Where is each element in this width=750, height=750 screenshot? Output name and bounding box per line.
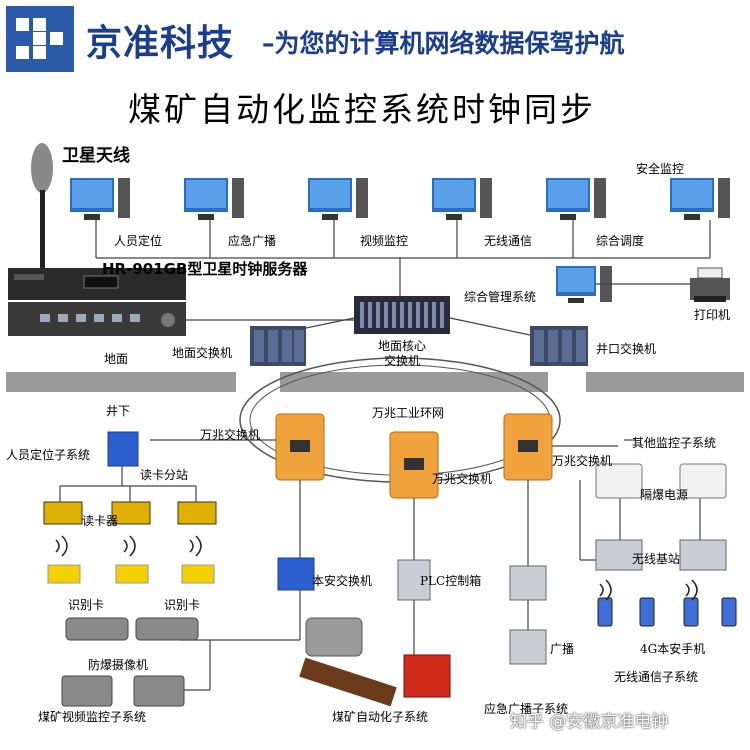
ground-strip-mid [280, 372, 548, 392]
card-station-icon [107, 431, 139, 467]
power-label: 隔爆电源 [640, 488, 689, 502]
printer-label: 打印机 [694, 308, 731, 322]
ground-switch-icon [250, 326, 306, 366]
pc-label-5: 综合调度 [596, 234, 645, 248]
orange-switch-mid [389, 431, 439, 499]
brand-name: 京准科技 [86, 23, 235, 64]
id-card-label-1: 识别卡 [68, 598, 105, 612]
brand-slogan: –为您的计算机网络数据保驾护航 [262, 29, 625, 58]
switch-right-label: 万兆交换机 [552, 454, 613, 468]
safe-switch-icon [277, 557, 315, 591]
card-reader-label: 读卡器 [82, 514, 119, 528]
camera-label: 防爆摄像机 [88, 658, 149, 672]
signal-icons [55, 535, 698, 601]
ground-strip-left [6, 372, 236, 392]
video-system-label: 煤矿视频监控子系统 [38, 710, 147, 724]
safety-monitor-label: 安全监控 [636, 162, 685, 176]
pc-label-1: 人员定位 [114, 234, 163, 248]
pc-label-4: 无线通信 [484, 234, 533, 248]
camera-icons [61, 617, 199, 707]
antenna-label: 卫星天线 [62, 146, 130, 166]
printer-icon [690, 267, 730, 302]
base-station-label: 无线基站 [632, 552, 681, 566]
wireless-system-label: 无线通信子系统 [614, 670, 699, 684]
ground-strip-right [586, 372, 744, 392]
time-server-icon [8, 268, 186, 336]
phone-icons [597, 597, 737, 627]
ring-network-label: 万兆工业环网 [372, 406, 445, 420]
card-station-label: 读卡分站 [140, 468, 189, 482]
personnel-system-label: 人员定位子系统 [6, 448, 91, 462]
broadcast-system-label: 应急广播子系统 [484, 702, 569, 716]
orange-switch-right [503, 413, 553, 481]
ground-label: 地面 [104, 352, 129, 366]
ground-switch-label: 地面交换机 [172, 346, 233, 360]
pc-icons [70, 178, 730, 303]
safe-switch-label: 本安交换机 [312, 574, 373, 588]
base-station-icons [595, 539, 727, 571]
page-title: 煤矿自动化监控系统时钟同步 [128, 90, 596, 129]
broadcast-box-bottom-icon [509, 629, 547, 665]
pc-label-3: 视频监控 [360, 234, 409, 248]
antenna-icon [31, 143, 53, 270]
core-switch-icon [354, 296, 450, 334]
underground-label: 井下 [106, 404, 131, 418]
power-box-icons [595, 463, 727, 499]
shaft-switch-icon [530, 326, 588, 366]
automation-devices-icon [299, 617, 451, 707]
automation-system-label: 煤矿自动化子系统 [332, 710, 429, 724]
shaft-switch-label: 井口交换机 [596, 342, 657, 356]
plc-box-icon [397, 559, 431, 601]
id-card-icons [47, 564, 215, 584]
pc-label-2: 应急广播 [228, 234, 277, 248]
broadcast-box-top-icon [509, 565, 547, 601]
orange-switch-left [275, 413, 325, 481]
other-monitor-label: 其他监控子系统 [632, 436, 717, 450]
phone-label: 4G本安手机 [640, 642, 706, 656]
management-label: 综合管理系统 [464, 290, 537, 304]
time-server-label: HR-901GB型卫星时钟服务器 [102, 260, 308, 278]
id-card-label-2: 识别卡 [164, 598, 201, 612]
plc-label: PLC控制箱 [420, 574, 482, 588]
card-reader-icons [43, 501, 217, 525]
broadcast-label: 广播 [550, 642, 575, 656]
switch-left-label: 万兆交换机 [200, 428, 261, 442]
header: 京准科技 –为您的计算机网络数据保驾护航 [0, 0, 750, 80]
core-switch-line1: 地面核心 [378, 339, 427, 353]
switch-mid-label: 万兆交换机 [432, 472, 493, 486]
core-switch-line2: 交换机 [384, 354, 421, 368]
watermark: 知乎 @安徽京准电钟 [510, 712, 669, 732]
logo-icon [6, 6, 74, 72]
